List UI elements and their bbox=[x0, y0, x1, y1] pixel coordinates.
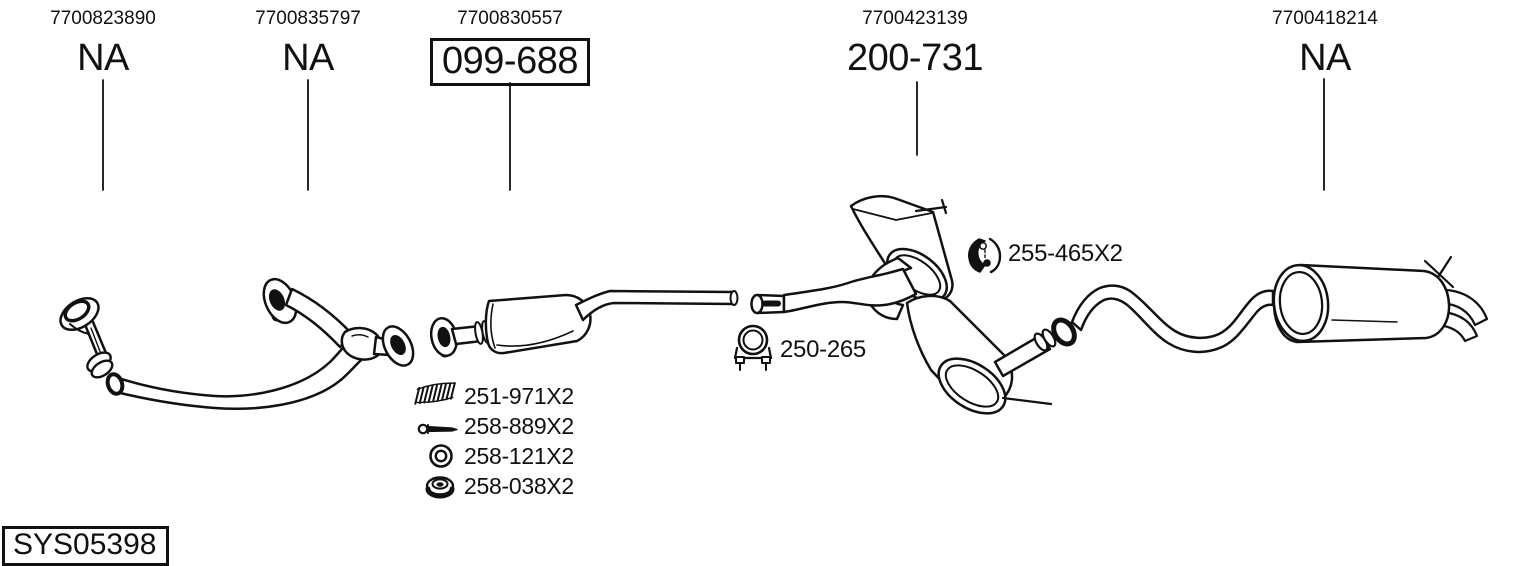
part-code: NA bbox=[77, 37, 129, 79]
oe-number: 7700835797 bbox=[255, 8, 361, 29]
oe-number: 7700823890 bbox=[50, 8, 156, 29]
clamp-icon bbox=[733, 324, 773, 371]
nut-icon bbox=[425, 476, 455, 499]
part-code: NA bbox=[1299, 37, 1351, 79]
hardware-label-nut: 258-038X2 bbox=[464, 473, 574, 499]
hardware-label-spring: 251-971X2 bbox=[464, 383, 574, 409]
rubber-hanger-icon bbox=[968, 237, 1002, 274]
oe-number: 7700830557 bbox=[457, 8, 563, 29]
part-code: 200-731 bbox=[847, 37, 983, 79]
system-code-badge: SYS05398 bbox=[2, 526, 170, 566]
part-code: NA bbox=[282, 37, 334, 79]
clamp-part-label: 250-265 bbox=[780, 336, 866, 363]
catalytic-converter bbox=[429, 289, 739, 358]
part-column-3: 7700830557 099-688 bbox=[390, 9, 630, 86]
part-column-2: 7700835797 NA bbox=[188, 8, 428, 79]
hardware-label-washer: 258-121X2 bbox=[464, 443, 574, 469]
front-downpipe bbox=[59, 296, 114, 379]
oe-number: 7700423139 bbox=[862, 8, 968, 29]
oe-number: 7700418214 bbox=[1272, 8, 1378, 29]
front-pipe bbox=[105, 277, 415, 411]
middle-muffler bbox=[750, 194, 1057, 415]
rear-pipe bbox=[1051, 284, 1275, 354]
hardware-label-bolt: 258-889X2 bbox=[464, 413, 574, 439]
spring-icon bbox=[414, 382, 456, 405]
hanger-part-label: 255-465X2 bbox=[1008, 240, 1123, 267]
part-column-1: 7700823890 NA bbox=[0, 8, 223, 79]
leader-lines bbox=[102, 78, 1325, 191]
rear-muffler bbox=[1272, 255, 1489, 344]
bolt-icon bbox=[417, 423, 458, 435]
washer-icon bbox=[429, 444, 453, 468]
part-column-4: 7700423139 200-731 bbox=[795, 8, 1035, 79]
part-column-5: 7700418214 NA bbox=[1205, 8, 1445, 79]
